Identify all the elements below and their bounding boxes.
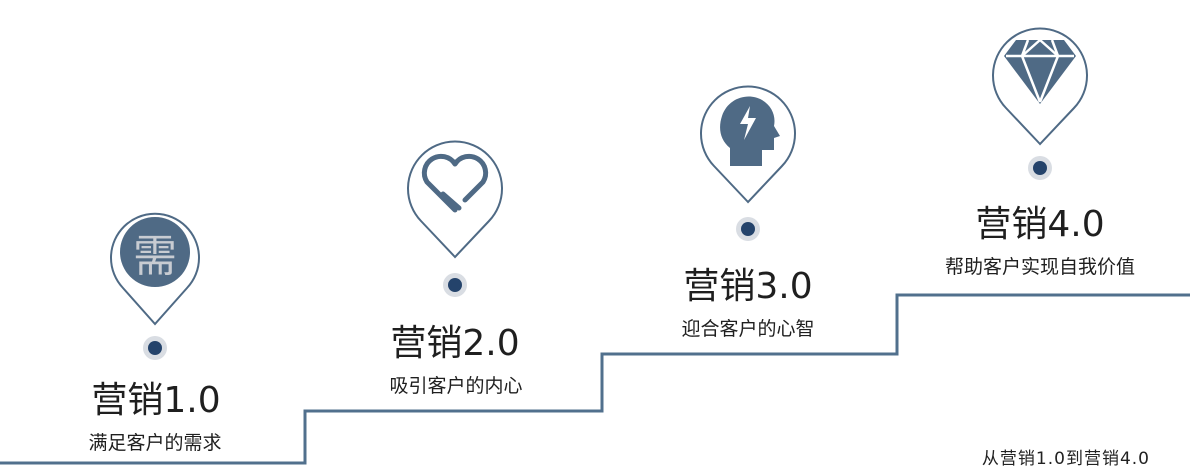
stage-3-title: 营销3.0: [683, 266, 813, 307]
stage-1-subtitle: 满足客户的需求: [88, 432, 222, 454]
head-lightning-icon: [720, 96, 780, 166]
diamond-icon: [1004, 38, 1076, 104]
stage-2-pin: [395, 125, 515, 304]
stage-2-subtitle: 吸引客户的内心: [389, 375, 523, 397]
stage-3-subtitle: 迎合客户的心智: [681, 318, 815, 340]
stage-1-pin: [95, 190, 215, 364]
footer-caption: 从营销1.0到营销4.0: [981, 449, 1150, 469]
stage-4-title: 营销4.0: [975, 204, 1105, 245]
stage-1-title: 营销1.0: [91, 380, 221, 421]
heart-icon: [421, 153, 489, 213]
stage-2-title: 营销2.0: [390, 323, 520, 364]
xu-character-icon: 需: [133, 231, 177, 282]
stage-4-subtitle: 帮助客户实现自我价值: [944, 256, 1136, 278]
